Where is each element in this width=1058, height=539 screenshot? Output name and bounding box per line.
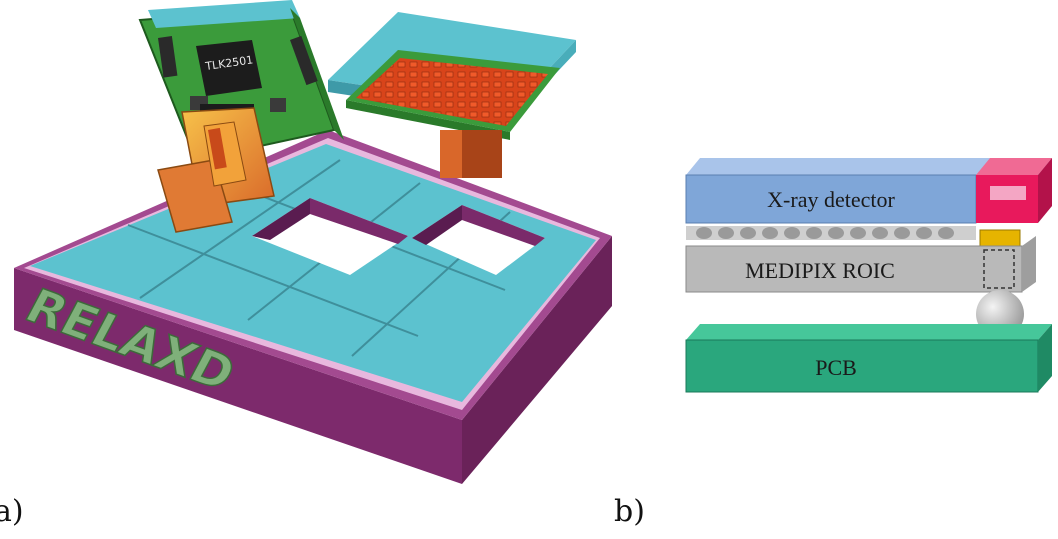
layer-label-pcb: PCB [815,355,857,380]
panel-b-illustration: X-ray detector [685,158,1052,393]
layer-label-xray: X-ray detector [767,187,895,212]
connector-block [157,107,275,233]
panel-a-illustration: RELAXD TLK2501 [14,0,612,484]
through-via [983,249,1015,289]
layer-label-medipix: MEDIPIX ROIC [745,258,895,283]
tile-openings [252,198,545,275]
panel-label-b: b) [614,494,645,529]
layer-xray-detector: X-ray detector [685,158,1052,224]
frame-left-wall [14,268,462,484]
layer-medipix-roic: MEDIPIX ROIC [685,236,1036,293]
bump-bond-layer [686,226,1021,247]
panel-label-a: a) [0,494,24,529]
frame-right-wall [462,236,612,484]
detector-module [328,12,576,178]
layer-pcb: PCB [685,324,1052,393]
tile-grid [127,159,511,357]
